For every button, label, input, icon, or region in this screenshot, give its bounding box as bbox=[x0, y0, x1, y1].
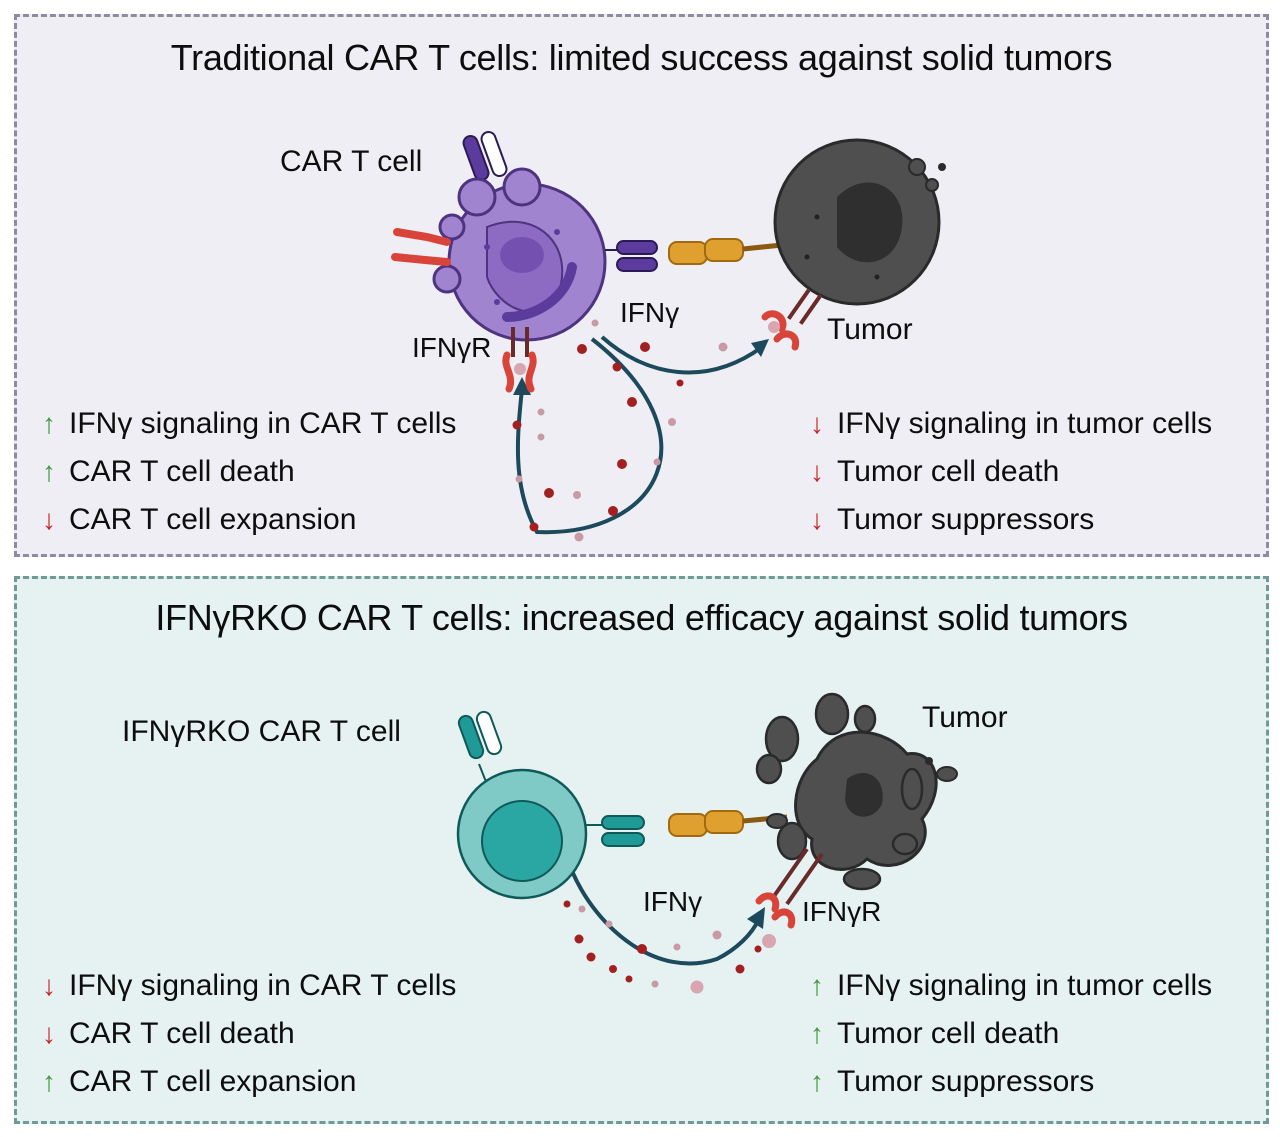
tumor-effects-list: ↑ IFNγ signaling in tumor cells ↑ Tumor ce… bbox=[807, 962, 1212, 1106]
traditional-car-t-illustration bbox=[391, 130, 946, 542]
effect-item: ↓ CAR T cell expansion bbox=[39, 496, 456, 544]
car-t-effects-list: ↓ IFNγ signaling in CAR T cells ↓ CAR T ce… bbox=[39, 962, 456, 1106]
paracrine-ifng-arrow bbox=[570, 870, 761, 966]
paracrine-ifng-arrow bbox=[600, 335, 764, 375]
tumor-label: Tumor bbox=[827, 313, 913, 346]
effect-text: CAR T cell expansion bbox=[69, 1065, 357, 1098]
effect-text: IFNγ signaling in tumor cells bbox=[837, 969, 1213, 1002]
tumor-effects-list: ↓ IFNγ signaling in tumor cells ↓ Tumor ce… bbox=[807, 400, 1212, 544]
arrow-down-icon: ↓ bbox=[810, 456, 824, 487]
effect-item: ↓ CAR T cell death bbox=[39, 1010, 456, 1058]
panel-title: IFNγRKO CAR T cells: increased efficacy … bbox=[155, 597, 1128, 638]
effect-item: ↓ Tumor cell death bbox=[807, 448, 1212, 496]
effect-text: CAR T cell death bbox=[69, 1017, 295, 1050]
effect-text: Tumor suppressors bbox=[837, 1065, 1095, 1098]
arrow-down-icon: ↓ bbox=[42, 970, 56, 1001]
effect-text: IFNγ signaling in tumor cells bbox=[837, 407, 1213, 440]
paracrine-arrowhead-icon bbox=[747, 907, 765, 929]
effect-text: CAR T cell death bbox=[69, 455, 295, 488]
ifngr-label: IFNγR bbox=[412, 332, 492, 363]
arrow-up-icon: ↑ bbox=[42, 456, 56, 487]
effect-text: Tumor cell death bbox=[837, 1017, 1060, 1050]
tumor-cell-fragmenting bbox=[755, 692, 958, 929]
arrow-down-icon: ↓ bbox=[810, 408, 824, 439]
panel-title: Traditional CAR T cells: limited success… bbox=[170, 37, 1113, 78]
effect-text: IFNγ signaling in CAR T cells bbox=[69, 969, 457, 1002]
tumor-cell-traditional bbox=[761, 138, 946, 351]
effect-text: IFNγ signaling in CAR T cells bbox=[69, 407, 457, 440]
paracrine-arrowhead-icon bbox=[751, 339, 769, 357]
car-t-effects-list: ↑ IFNγ signaling in CAR T cells ↑ CAR T ce… bbox=[39, 400, 456, 544]
car-t-cell-label: IFNγRKO CAR T cell bbox=[122, 715, 401, 748]
panel-ifngrko-car-t: IFNγRKO CAR T cells: increased efficacy … bbox=[14, 576, 1269, 1124]
car-t-cell-traditional bbox=[391, 130, 658, 393]
car-t-cell-ifngrko bbox=[456, 710, 645, 900]
tumor-antigen bbox=[668, 238, 783, 265]
arrow-up-icon: ↑ bbox=[42, 1066, 56, 1097]
effect-item: ↑ CAR T cell expansion bbox=[39, 1058, 456, 1106]
ifng-label: IFNγ bbox=[643, 886, 703, 917]
arrow-up-icon: ↑ bbox=[810, 1066, 824, 1097]
autocrine-arrowhead-icon bbox=[513, 377, 531, 395]
ifngr-label: IFNγR bbox=[802, 896, 882, 927]
effect-item: ↓ IFNγ signaling in CAR T cells bbox=[39, 962, 456, 1010]
arrow-down-icon: ↓ bbox=[810, 504, 824, 535]
effect-item: ↓ Tumor suppressors bbox=[807, 496, 1212, 544]
panel-traditional-car-t: Traditional CAR T cells: limited success… bbox=[14, 14, 1269, 557]
ifng-label: IFNγ bbox=[620, 297, 680, 328]
effect-item: ↑ Tumor cell death bbox=[807, 1010, 1212, 1058]
car-t-cell-label: CAR T cell bbox=[280, 145, 423, 178]
arrow-up-icon: ↑ bbox=[810, 1018, 824, 1049]
effect-item: ↑ IFNγ signaling in CAR T cells bbox=[39, 400, 456, 448]
effect-item: ↑ CAR T cell death bbox=[39, 448, 456, 496]
effect-item: ↓ IFNγ signaling in tumor cells bbox=[807, 400, 1212, 448]
ifngrko-car-t-illustration bbox=[456, 692, 958, 994]
autocrine-ifng-arrow bbox=[515, 337, 664, 535]
effect-item: ↑ Tumor suppressors bbox=[807, 1058, 1212, 1106]
tumor-label: Tumor bbox=[922, 701, 1008, 734]
effect-item: ↑ IFNγ signaling in tumor cells bbox=[807, 962, 1212, 1010]
arrow-down-icon: ↓ bbox=[42, 504, 56, 535]
effect-text: CAR T cell expansion bbox=[69, 503, 357, 536]
ifng-molecules bbox=[512, 309, 728, 542]
arrow-up-icon: ↑ bbox=[810, 970, 824, 1001]
arrow-up-icon: ↑ bbox=[42, 408, 56, 439]
arrow-down-icon: ↓ bbox=[42, 1018, 56, 1049]
effect-text: Tumor cell death bbox=[837, 455, 1060, 488]
effect-text: Tumor suppressors bbox=[837, 503, 1095, 536]
ifng-molecules bbox=[563, 900, 776, 994]
